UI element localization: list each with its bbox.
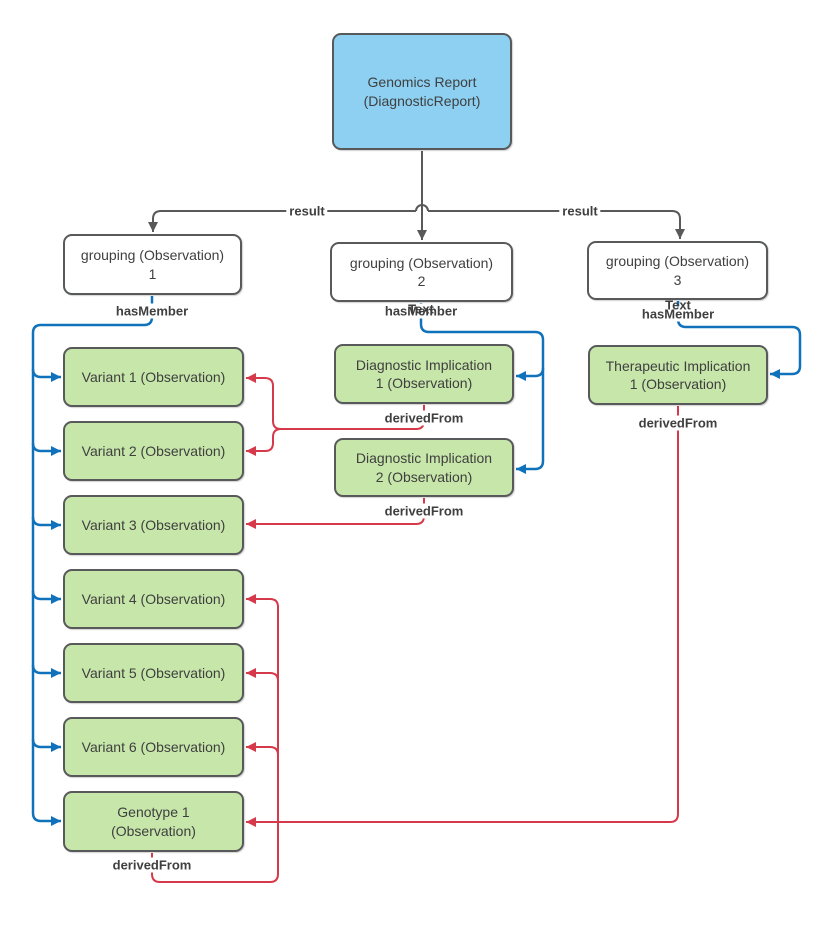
variant-2-node: Variant 2 (Observation): [63, 421, 244, 481]
edge-label-result-left: result: [286, 203, 328, 219]
grouping-1-label-line: 1: [148, 265, 157, 282]
edge-label-text-grouping-2: Text: [408, 301, 434, 317]
diagnostic-implication-1-label-line: 1 (Observation): [375, 375, 473, 391]
variant-6-node: Variant 6 (Observation): [63, 717, 244, 777]
diagnostic-implication-1-label-line: Diagnostic Implication: [355, 356, 493, 373]
edge-hasmember-grouping-3-to-therapeutic-implication-1: [676, 301, 802, 379]
edge-hasmember-grouping-1-to-genotype-1: [31, 296, 154, 826]
therapeutic-implication-1-node: Therapeutic Implication 1 (Observation): [588, 345, 768, 405]
variant-4-node: Variant 4 (Observation): [63, 569, 244, 629]
edge-hasmember-grouping-1-to-variant-2: [31, 442, 61, 456]
grouping-3-label-line: grouping (Observation): [605, 253, 750, 270]
grouping-3-node: grouping (Observation)3: [587, 241, 768, 300]
therapeutic-implication-1-label-line: 1 (Observation): [629, 376, 727, 392]
variant-1-label-line: Variant 1 (Observation): [81, 368, 226, 385]
edge-derivedfrom-diagnostic-implication-1-to-variant-1: [246, 373, 425, 430]
edge-derivedfrom-genotype-1-to-variant-5: [246, 668, 279, 682]
edge-hasmember-grouping-1-to-variant-5: [31, 664, 61, 678]
variant-2-label-line: Variant 2 (Observation): [81, 442, 226, 459]
variant-4-label-line: Variant 4 (Observation): [81, 590, 226, 607]
edge-label-derivedfrom-genotype-1: derivedFrom: [109, 857, 195, 873]
edge-label-hasmember-grouping-2: hasMember: [381, 303, 461, 319]
edge-hasmember-grouping-1-to-variant-1: [31, 368, 61, 382]
genomics-report-node: Genomics Report(DiagnosticReport): [332, 33, 512, 150]
grouping-3-label-line: 3: [673, 271, 682, 288]
variant-5-label-line: Variant 5 (Observation): [81, 664, 226, 681]
edge-label-text-grouping-3: Text: [665, 297, 691, 313]
edge-hasmember-grouping-1-to-variant-3: [31, 516, 61, 530]
variant-5-node: Variant 5 (Observation): [63, 643, 244, 703]
variant-1-node: Variant 1 (Observation): [63, 347, 244, 407]
edge-hasmember-grouping-2-to-diagnostic-implication-2: [419, 303, 545, 474]
grouping-1-label-line: grouping (Observation): [80, 247, 225, 264]
genotype-1-node: Genotype 1(Observation): [63, 791, 244, 852]
edge-derivedfrom-genotype-1-to-variant-4: [151, 594, 279, 883]
edge-derivedfrom-genotype-1-to-variant-6: [246, 742, 279, 756]
genomics-report-label-line: Genomics Report: [367, 74, 477, 91]
variant-3-node: Variant 3 (Observation): [63, 495, 244, 555]
edge-label-derivedfrom-diagnostic-implication-2: derivedFrom: [381, 503, 467, 519]
edge-result-report-to-grouping-1: [148, 210, 416, 232]
genomics-report-label-line: (DiagnosticReport): [363, 92, 481, 109]
edge-label-hasmember-grouping-3: hasMember: [638, 306, 718, 322]
genotype-1-label-line: Genotype 1: [117, 804, 190, 821]
edge-hasmember-grouping-1-to-variant-6: [31, 738, 61, 752]
edge-hasmember-grouping-2-to-diagnostic-implication-1: [516, 367, 545, 381]
therapeutic-implication-1-label-line: Therapeutic Implication: [605, 357, 751, 374]
edge-label-derivedfrom-therapeutic-implication-1: derivedFrom: [635, 415, 721, 431]
edge-label-result-right: result: [559, 203, 601, 219]
edge-derivedfrom-therapeutic-implication-1-to-genotype-1: [246, 406, 679, 827]
edge-result-line-hop: [415, 204, 429, 212]
edge-result-report-to-grouping-3: [428, 210, 685, 239]
grouping-1-node: grouping (Observation)1: [63, 234, 242, 295]
edge-derivedfrom-diagnostic-implication-1-to-variant-2: [246, 428, 282, 456]
grouping-2-label-line: 2: [417, 273, 426, 289]
edge-label-hasmember-grouping-1: hasMember: [112, 303, 192, 319]
edge-label-derivedfrom-diagnostic-implication-1: derivedFrom: [381, 410, 467, 426]
diagnostic-implication-2-label-line: 2 (Observation): [375, 468, 473, 485]
diagnostic-implication-2-label-line: Diagnostic Implication: [355, 450, 493, 467]
edge-hasmember-grouping-1-to-variant-4: [31, 590, 61, 604]
genotype-1-label-line: (Observation): [111, 822, 196, 839]
variant-6-label-line: Variant 6 (Observation): [81, 738, 226, 755]
diagnostic-implication-1-node: Diagnostic Implication 1 (Observation): [334, 344, 514, 404]
grouping-2-label-line: grouping (Observation): [349, 254, 494, 271]
grouping-2-node: grouping (Observation) 2: [330, 242, 513, 302]
variant-3-label-line: Variant 3 (Observation): [81, 516, 226, 533]
